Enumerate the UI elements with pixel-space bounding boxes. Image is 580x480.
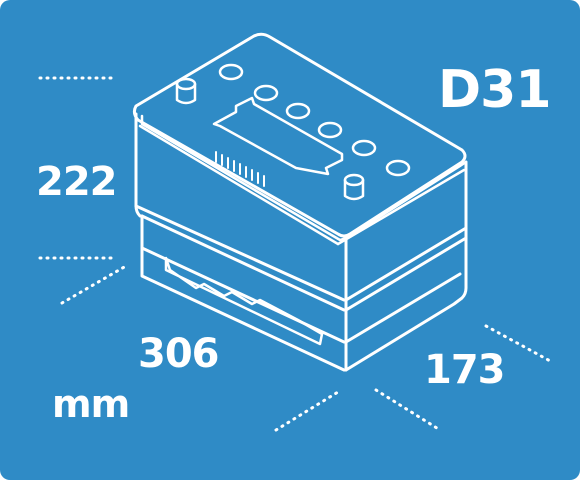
lid-panel (212, 96, 344, 176)
unit-label: mm (52, 382, 130, 426)
vent-ribs (215, 151, 265, 187)
battery-right-face (344, 160, 468, 372)
height-dimension: 222 (36, 159, 117, 205)
battery-top (132, 32, 467, 238)
terminal-positive (343, 173, 365, 201)
length-dimension: 306 (138, 331, 219, 377)
model-code: D31 (438, 60, 552, 120)
width-dimension: 173 (424, 347, 505, 393)
handle-slot (164, 256, 324, 346)
terminal-negative (175, 77, 197, 105)
cell-caps (218, 63, 411, 177)
dimension-guides (38, 76, 554, 432)
